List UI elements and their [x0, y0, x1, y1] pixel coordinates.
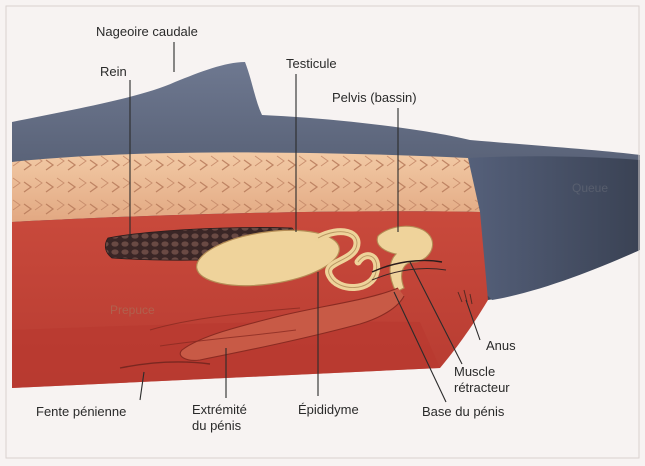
- label-muscle-line2: rétracteur: [454, 380, 510, 395]
- label-muscle-line1: Muscle: [454, 364, 495, 379]
- label-anus: Anus: [486, 338, 516, 353]
- label-tail-faint: Queue: [572, 181, 608, 195]
- label-extremite-line1: Extrémité: [192, 402, 247, 417]
- label-rein: Rein: [100, 64, 127, 79]
- label-base-penis: Base du pénis: [422, 404, 505, 419]
- label-epididyme: Épididyme: [298, 402, 359, 417]
- label-pelvis: Pelvis (bassin): [332, 90, 417, 105]
- tail-region: [468, 156, 640, 300]
- label-fente-penienne: Fente pénienne: [36, 404, 126, 419]
- label-nageoire-caudale: Nageoire caudale: [96, 24, 198, 39]
- label-extremite-line2: du pénis: [192, 418, 242, 433]
- label-prepuce: Prepuce: [110, 303, 155, 317]
- label-testicule: Testicule: [286, 56, 337, 71]
